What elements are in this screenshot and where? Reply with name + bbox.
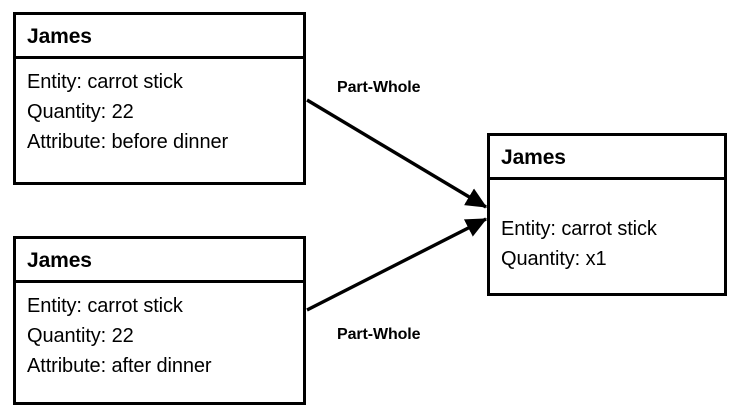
attribute-row: Entity: carrot stick xyxy=(27,295,183,317)
node-divider xyxy=(16,56,303,59)
node-box-bottom-left[interactable]: James Entity: carrot stick Quantity: 22 … xyxy=(13,236,306,405)
attribute-row: Attribute: before dinner xyxy=(27,131,229,153)
attribute-row: Attribute: after dinner xyxy=(27,355,212,377)
edge-upper-part-whole[interactable] xyxy=(306,98,488,209)
node-box-right[interactable]: James Entity: carrot stick Quantity: x1 xyxy=(487,133,727,296)
node-divider xyxy=(16,280,303,283)
node-header-right: James xyxy=(501,146,566,169)
edge-lower-part-whole[interactable] xyxy=(306,217,488,312)
attribute-row: Quantity: 22 xyxy=(27,101,134,123)
attribute-row: Entity: carrot stick xyxy=(501,218,657,240)
node-body-right: Entity: carrot stick Quantity: x1 xyxy=(490,180,724,293)
node-body-top-left: Entity: carrot stick Quantity: 22 Attrib… xyxy=(16,59,303,182)
node-header-bottom-left: James xyxy=(27,249,92,272)
node-body-bottom-left: Entity: carrot stick Quantity: 22 Attrib… xyxy=(16,283,303,402)
attribute-row: Quantity: 22 xyxy=(27,325,134,347)
edge-label-lower: Part-Whole xyxy=(337,326,421,343)
node-divider xyxy=(490,177,724,180)
node-header-top-left: James xyxy=(27,25,92,48)
node-box-top-left[interactable]: James Entity: carrot stick Quantity: 22 … xyxy=(13,12,306,185)
attribute-row: Quantity: x1 xyxy=(501,248,607,270)
edge-label-upper: Part-Whole xyxy=(337,79,421,96)
attribute-row: Entity: carrot stick xyxy=(27,71,183,93)
